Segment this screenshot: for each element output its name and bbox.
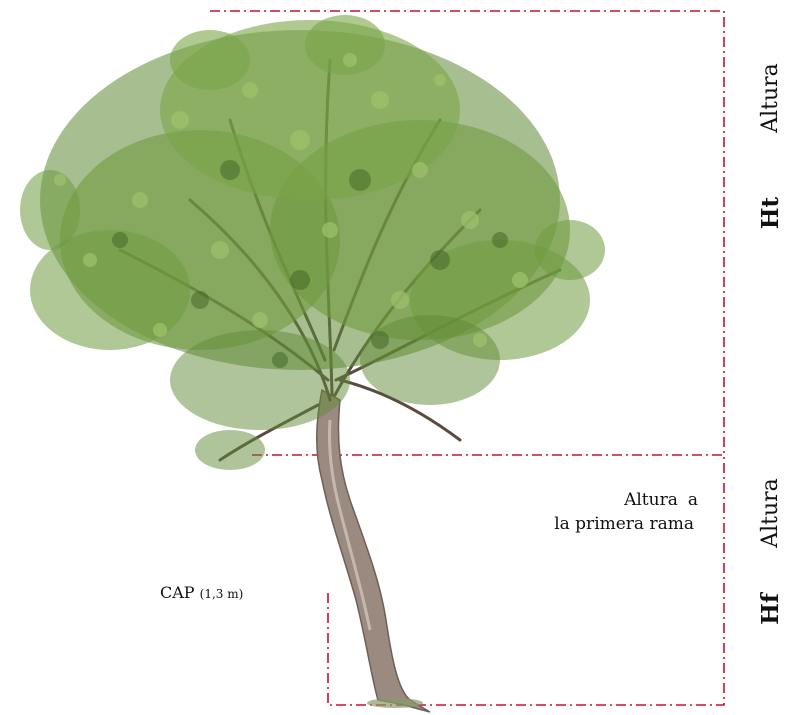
first-branch-annotation-line2: la primera rama (520, 512, 698, 536)
tree-foliage (20, 15, 605, 470)
first-branch-height-abbr: Hf (756, 584, 786, 634)
tree-base (367, 698, 423, 708)
first-branch-word: Altura (624, 490, 678, 510)
first-branch-height-label: Altura (756, 468, 786, 558)
tree-trunk (317, 390, 430, 712)
cap-height-note: (1,3 m) (200, 587, 244, 601)
first-branch-preposition: a (688, 490, 698, 510)
total-height-label: Altura (756, 53, 786, 143)
tree-illustration (20, 15, 605, 712)
total-height-abbr: Ht (756, 188, 786, 238)
cap-annotation: CAP (1,3 m) (160, 583, 243, 602)
cap-label: CAP (160, 583, 195, 602)
